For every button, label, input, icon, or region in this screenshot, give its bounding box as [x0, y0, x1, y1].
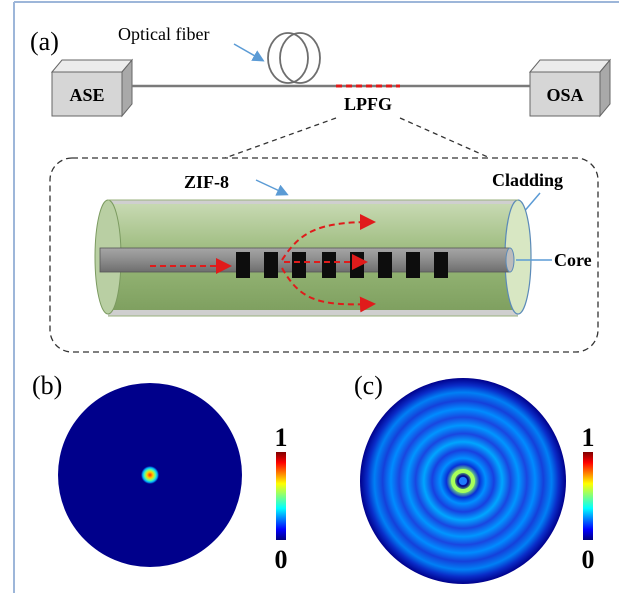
optical-fiber-label: Optical fiber: [118, 24, 209, 44]
lpfg-label: LPFG: [344, 94, 392, 114]
core-label: Core: [554, 250, 592, 270]
colorbar-c-max: 1: [582, 423, 595, 452]
panel-a-letter: (a): [30, 27, 59, 56]
zif8-label: ZIF-8: [184, 172, 229, 192]
panel-c-letter: (c): [354, 371, 383, 400]
colorbar-b-min: 0: [275, 545, 288, 574]
zoom-line-right: [399, 117, 491, 159]
colorbar-b: [276, 452, 286, 540]
fiber-core: [99, 247, 515, 273]
osa-label: OSA: [546, 85, 583, 105]
panel-b-letter: (b): [32, 371, 62, 400]
cladding-label: Cladding: [492, 170, 563, 190]
ase-label: ASE: [69, 85, 104, 105]
zif8-pointer: [255, 179, 289, 196]
colorbar-b-max: 1: [275, 423, 288, 452]
cladding-mode-profile: [360, 378, 566, 584]
ase-source-box: ASE: [50, 58, 134, 118]
osa-analyzer-box: OSA: [528, 58, 612, 118]
zoom-line-left: [224, 117, 337, 159]
light-path-arrows: [150, 214, 376, 313]
optical-fiber-pointer: [233, 43, 265, 62]
colorbar-c: [583, 452, 593, 540]
core-mode-profile: [58, 383, 242, 567]
detail-enclosure: [49, 157, 599, 353]
fiber-coil: [267, 32, 321, 84]
colorbar-c-min: 0: [582, 545, 595, 574]
